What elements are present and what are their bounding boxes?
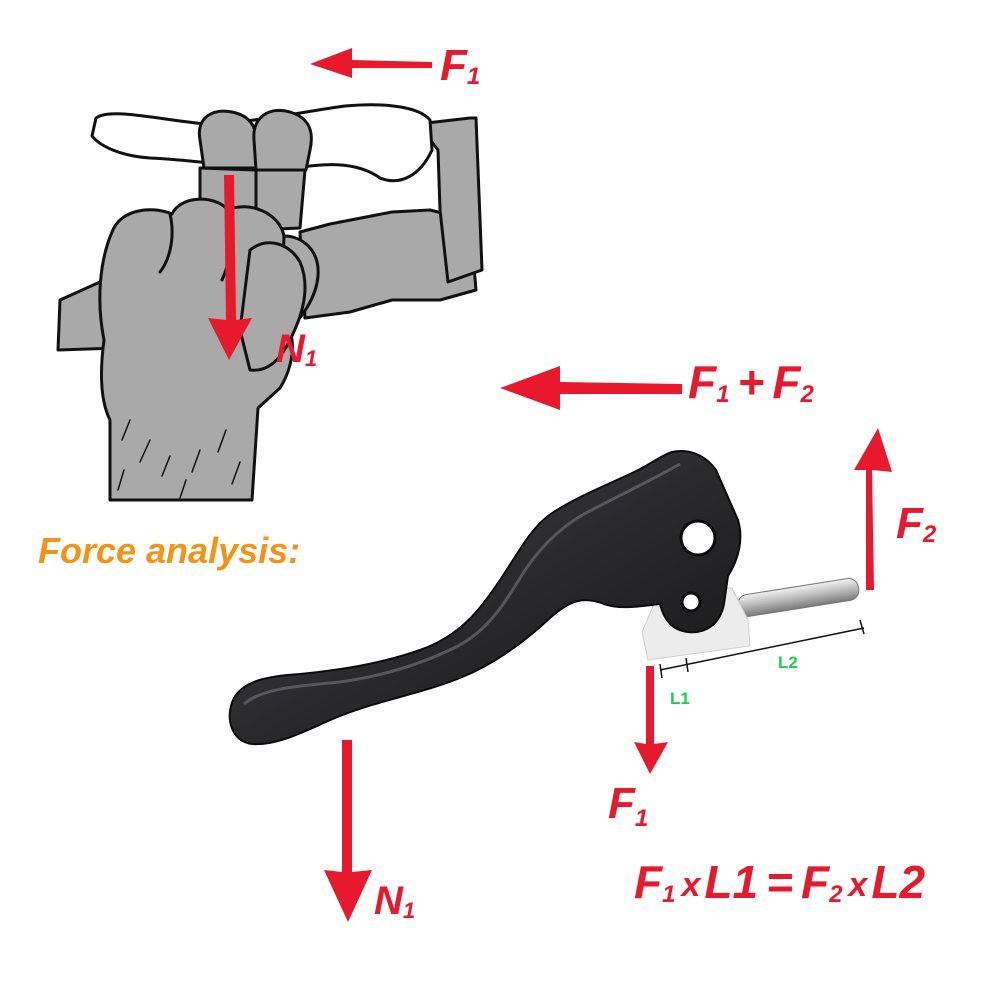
pivot-hole <box>679 519 717 557</box>
brake-lever <box>228 450 860 746</box>
hand-f1-label: F1 <box>440 41 480 90</box>
lever-f1-label: F1 <box>608 779 648 832</box>
length-dimensions <box>659 619 865 679</box>
finger-tip <box>252 109 313 172</box>
force-arrow-n1-hand <box>208 175 252 360</box>
force-arrow-f2-lever <box>854 428 892 590</box>
hand-illustration <box>56 103 484 502</box>
thumb <box>238 241 307 372</box>
force-arrow-combined <box>500 366 682 410</box>
force-arrow-n1-lever <box>324 740 372 922</box>
hand-n1-label: N1 <box>276 327 317 371</box>
heading-force-analysis: Force analysis: <box>38 530 300 571</box>
finger-tip <box>197 109 258 170</box>
grip <box>298 208 478 320</box>
force-arrow-f1-lever <box>634 666 668 774</box>
lever-housing <box>416 116 484 284</box>
force-arrow-f1-hand <box>310 48 432 78</box>
length-l2-label: L2 <box>778 653 798 672</box>
adjuster-hole <box>680 591 702 613</box>
lever-pin <box>737 577 860 617</box>
hand-force-arrows <box>208 48 432 360</box>
dimension-line <box>659 627 865 671</box>
combined-force-label: F1+F2 <box>688 356 814 408</box>
lever-body <box>228 450 742 746</box>
length-l1-label: L1 <box>670 689 690 708</box>
lever-f2-label: F2 <box>896 499 937 548</box>
lever-n1-label: N1 <box>374 879 415 923</box>
